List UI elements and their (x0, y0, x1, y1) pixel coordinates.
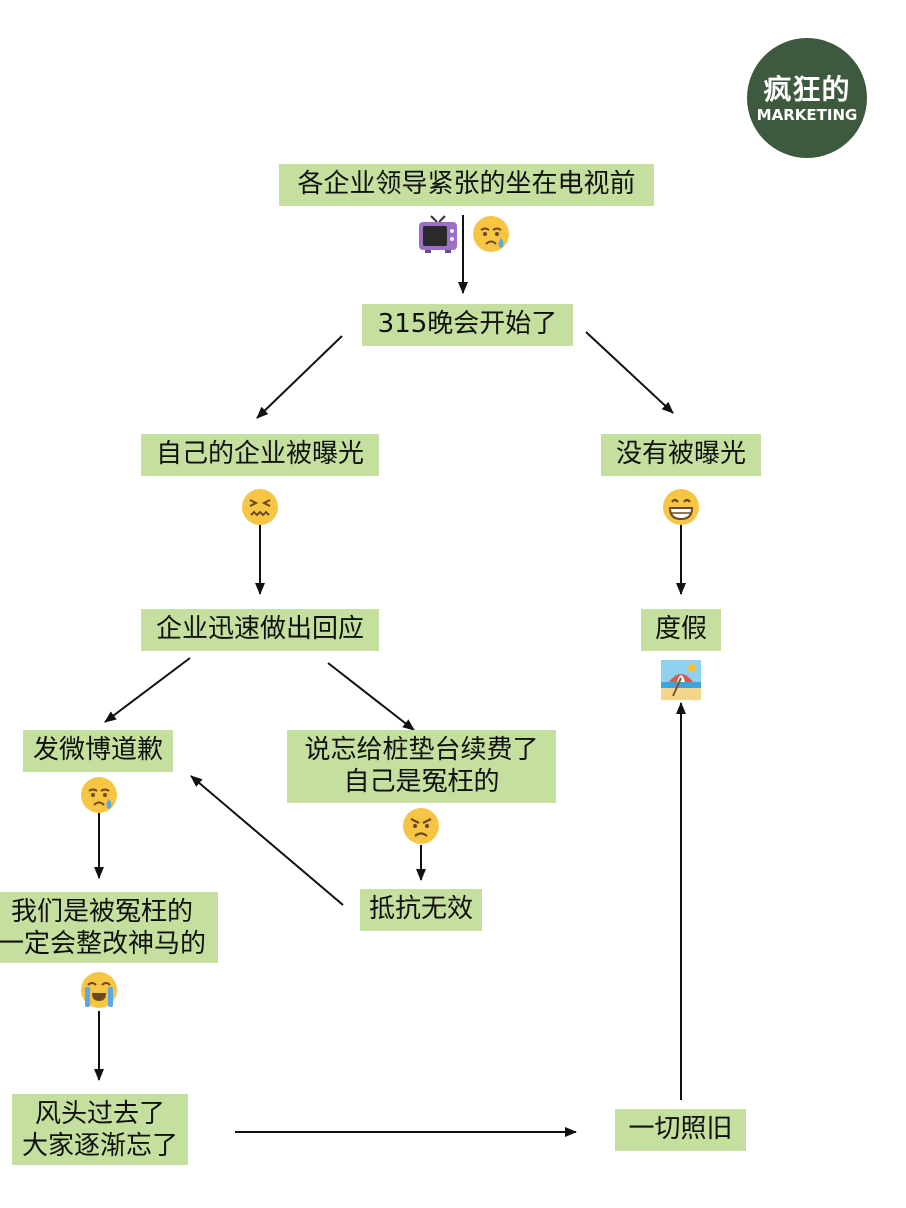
node-text-line2: 自己是冤枉的 (343, 767, 500, 797)
node-vacation: 度假 (641, 609, 721, 651)
node-text: 315晚会开始了 (377, 309, 558, 339)
sad-sweat-face-icon (473, 216, 509, 252)
tv-icon (419, 215, 457, 253)
node-text-line1: 说忘给桩垫台续费了 (304, 735, 539, 765)
confounded-face-icon (242, 489, 278, 525)
node-text: 没有被曝光 (615, 439, 746, 469)
node-text-line1: 风头过去了 (34, 1099, 165, 1129)
node-315-gala-starts: 315晚会开始了 (362, 304, 573, 346)
node-text: 抵抗无效 (368, 894, 473, 924)
node-text-line2: 大家逐渐忘了 (21, 1131, 178, 1161)
arrow-n5-n7 (104, 657, 191, 723)
node-resistance-futile: 抵抗无效 (360, 889, 482, 931)
node-text: 发微博道歉 (32, 735, 163, 765)
arrow-n2-n4 (585, 331, 674, 414)
node-weibo-apology: 发微博道歉 (23, 730, 173, 772)
node-not-exposed: 没有被曝光 (601, 434, 761, 476)
node-business-as-usual: 一切照旧 (615, 1109, 746, 1151)
loudly-crying-face-icon (81, 972, 117, 1008)
node-text: 自己的企业被曝光 (155, 439, 364, 469)
grinning-face-icon (663, 489, 699, 525)
node-company-exposed: 自己的企业被曝光 (141, 434, 379, 476)
arrow-n5-n8 (327, 662, 415, 731)
node-text: 一切照旧 (628, 1114, 733, 1144)
beach-umbrella-icon (661, 660, 701, 700)
node-text: 各企业领导紧张的坐在电视前 (297, 169, 636, 199)
node-storm-passed: 风头过去了 大家逐渐忘了 (12, 1094, 188, 1165)
node-text: 度假 (654, 614, 707, 644)
angry-face-icon (403, 808, 439, 844)
node-text-line2: 一定会整改神马的 (0, 929, 206, 959)
brand-logo: 疯狂的 MARKETING (747, 38, 867, 158)
node-text-line1: 我们是被冤枉的 (10, 897, 193, 927)
sad-sweat-face-icon (81, 777, 117, 813)
node-claim-innocent: 说忘给桩垫台续费了 自己是冤枉的 (287, 730, 556, 803)
arrow-n10-n7 (190, 775, 344, 906)
logo-subtitle: MARKETING (756, 106, 858, 124)
node-quick-response: 企业迅速做出回应 (141, 609, 379, 651)
node-wronged-will-fix: 我们是被冤枉的 一定会整改神马的 (0, 892, 218, 963)
logo-title: 疯狂的 (763, 73, 851, 106)
arrow-n2-n3 (256, 335, 343, 419)
node-text: 企业迅速做出回应 (155, 614, 364, 644)
node-leaders-watching-tv: 各企业领导紧张的坐在电视前 (279, 164, 654, 206)
